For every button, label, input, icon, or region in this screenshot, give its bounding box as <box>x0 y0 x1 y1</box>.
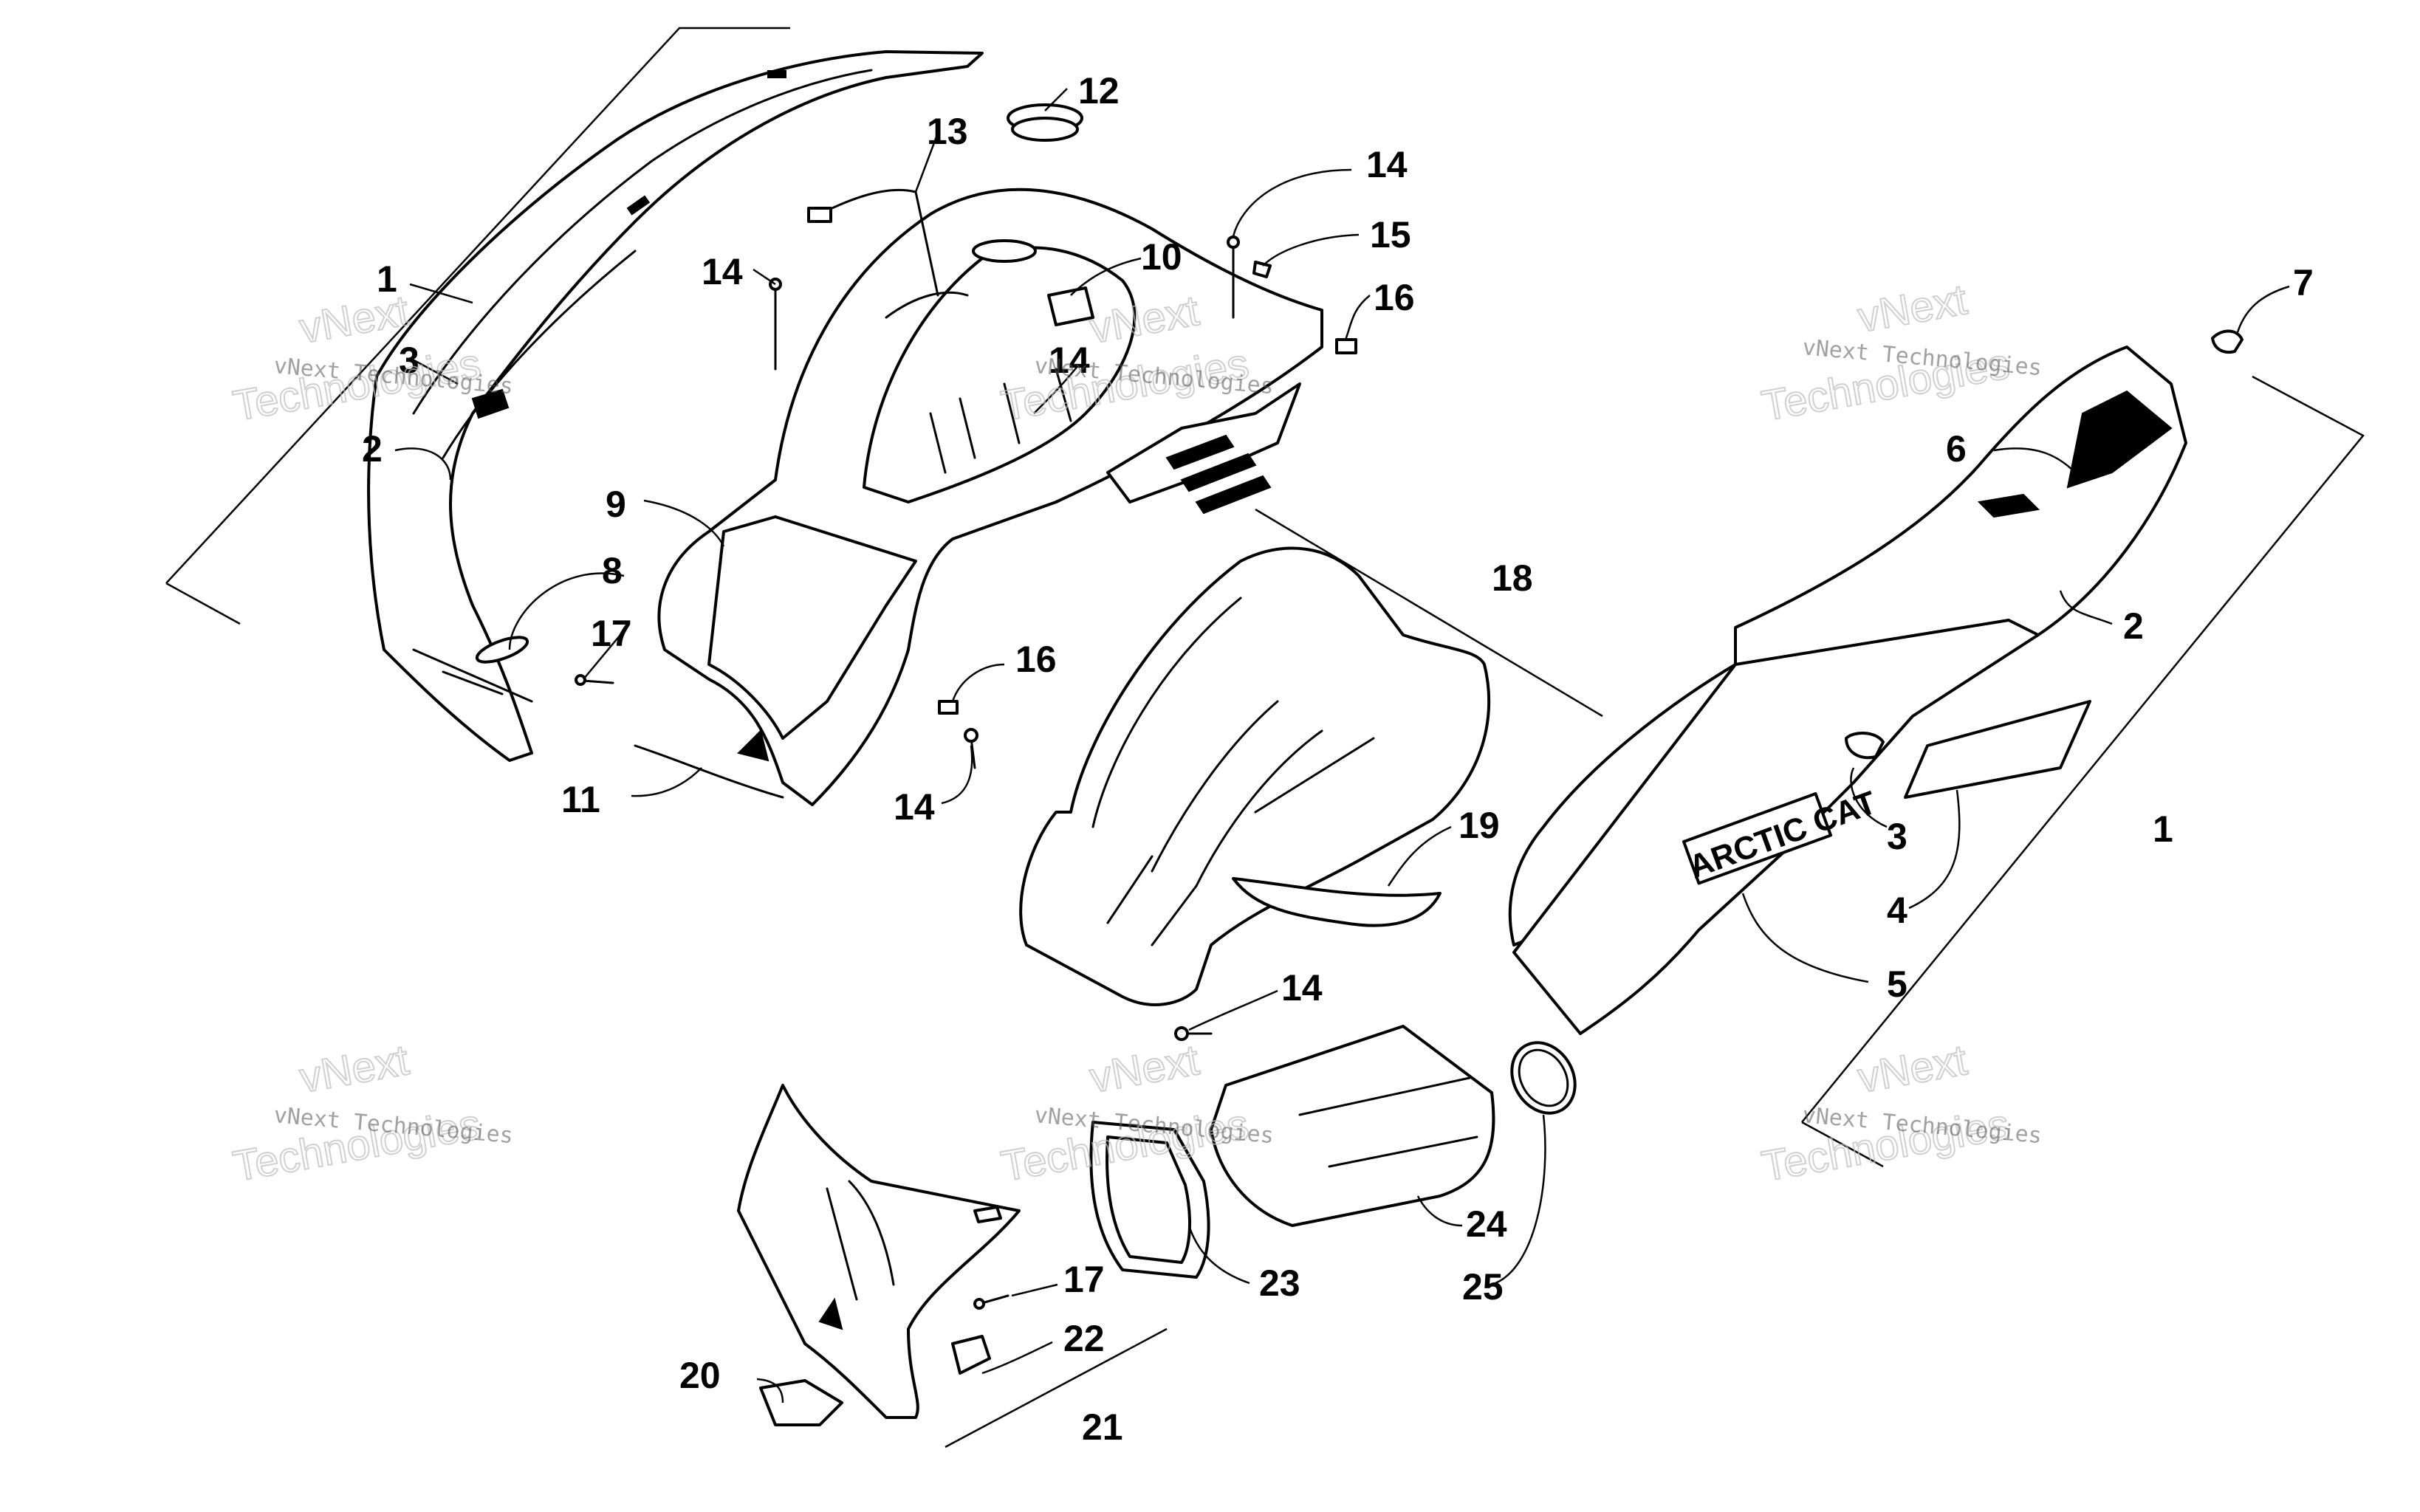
bracket-18 <box>1255 508 1603 718</box>
callout-4: 4 <box>1887 890 1907 931</box>
bracket-1-right <box>1801 375 2365 1123</box>
bracket-21 <box>945 1327 1168 1449</box>
left-side-panel <box>367 50 984 762</box>
callout-11: 11 <box>561 779 600 820</box>
air-box <box>1019 546 1491 1006</box>
callout-8: 8 <box>602 550 623 591</box>
bracket-1-right-end <box>1801 1121 1884 1168</box>
svg-text:vNext: vNext <box>296 286 412 353</box>
bracket-1-left-end <box>165 582 241 625</box>
callout-5: 5 <box>1887 963 1907 1005</box>
svg-text:vNext: vNext <box>1086 1036 1202 1102</box>
callout-14-c: 14 <box>1366 144 1408 185</box>
callout-13: 13 <box>927 111 968 152</box>
callout-3-left: 3 <box>399 340 419 381</box>
callout-2-left: 2 <box>362 428 383 470</box>
callout-10: 10 <box>1141 236 1182 278</box>
leader-lines <box>394 88 2290 1403</box>
callout-20: 20 <box>679 1355 721 1396</box>
bracket-1-left <box>165 27 790 584</box>
lower-front-shroud <box>737 1084 1021 1426</box>
callout-16-a: 16 <box>1374 277 1415 318</box>
intake-duct <box>1089 1025 1577 1279</box>
watermark-bottom-left: vNext Technologies vNext Technologies <box>229 1035 514 1192</box>
callout-15: 15 <box>1370 214 1411 255</box>
svg-text:vNext: vNext <box>1854 275 1970 342</box>
callout-24: 24 <box>1466 1203 1507 1245</box>
callout-17-a: 17 <box>591 613 632 654</box>
callout-16-b: 16 <box>1015 639 1057 680</box>
callout-25: 25 <box>1462 1266 1504 1307</box>
callout-1-right: 1 <box>2153 808 2173 850</box>
callout-23: 23 <box>1259 1262 1300 1304</box>
callout-14-a: 14 <box>702 251 743 292</box>
callout-6: 6 <box>1946 428 1967 470</box>
callout-18: 18 <box>1492 557 1533 599</box>
callout-3-right: 3 <box>1887 816 1907 857</box>
callout-22: 22 <box>1063 1318 1105 1359</box>
callout-7: 7 <box>2293 262 2314 303</box>
svg-text:vNext: vNext <box>1854 1036 1970 1102</box>
callout-9: 9 <box>606 484 626 525</box>
callout-19: 19 <box>1458 805 1500 846</box>
callout-17-b: 17 <box>1063 1259 1105 1300</box>
callout-2-right: 2 <box>2123 605 2144 647</box>
svg-text:vNext: vNext <box>296 1036 412 1102</box>
callout-12: 12 <box>1078 70 1120 111</box>
callout-14-e: 14 <box>1281 967 1323 1008</box>
callout-21: 21 <box>1082 1406 1123 1448</box>
hardware <box>575 103 1357 1310</box>
callout-labels: 1 2 3 8 9 10 11 12 13 14 14 14 14 14 15 … <box>362 70 2314 1448</box>
callout-1-left: 1 <box>377 258 397 300</box>
watermark-top-right: vNext Technologies vNext Technologies <box>1758 275 2043 431</box>
right-side-panel: ARCTIC CAT <box>1508 329 2244 1035</box>
callout-14-b: 14 <box>1049 340 1090 381</box>
callout-14-d: 14 <box>894 786 935 828</box>
watermark-bottom-right: vNext Technologies vNext Technologies <box>1758 1035 2043 1192</box>
